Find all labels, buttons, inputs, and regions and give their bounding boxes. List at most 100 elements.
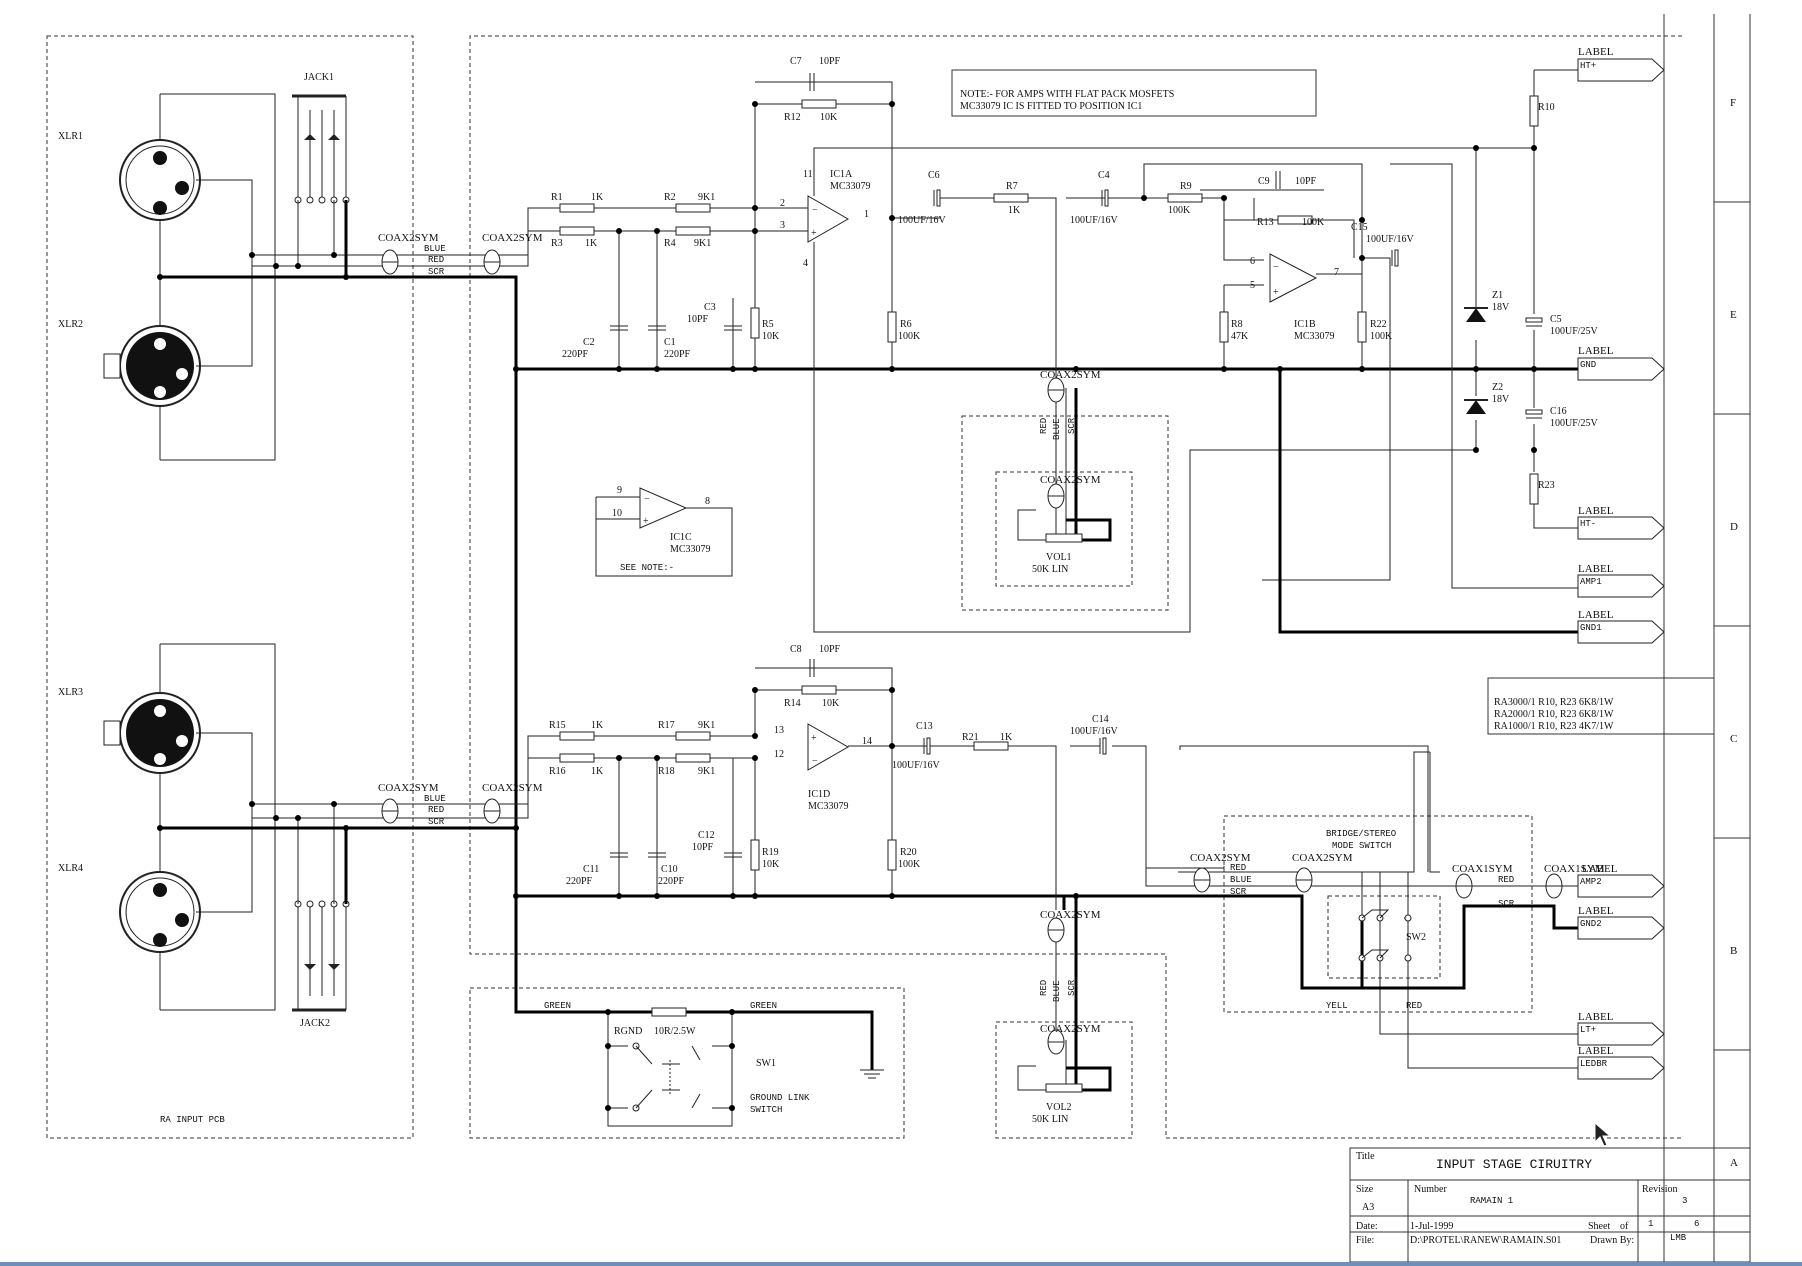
r9-ref: R9 — [1180, 181, 1192, 192]
see-note-text: SEE NOTE:- — [620, 563, 674, 573]
xlr1-connector: XLR1 — [58, 131, 201, 221]
vol1-screen — [1066, 388, 1112, 542]
mode-wire-red: RED — [1230, 863, 1246, 873]
r14-val: 10K — [822, 698, 840, 709]
r1-ref: R1 — [551, 192, 563, 203]
r2-ref: R2 — [664, 192, 676, 203]
svg-text:−: − — [644, 494, 650, 505]
c3-ref: C3 — [704, 302, 716, 313]
svg-text:LEDBR: LEDBR — [1580, 1059, 1608, 1069]
sw2-ref: SW2 — [1406, 932, 1426, 943]
title-block: Title INPUT STAGE CIRUITRY Size A3 Numbe… — [1349, 1147, 1751, 1262]
green-ground-wire — [514, 896, 874, 1070]
svg-text:LT+: LT+ — [1580, 1025, 1596, 1035]
c2-val: 220PF — [562, 349, 589, 360]
r20-val: 100K — [898, 859, 921, 870]
r13-val: 100K — [1302, 217, 1325, 228]
svg-text:HT+: HT+ — [1580, 61, 1596, 71]
vol1-inner-box — [995, 471, 1133, 587]
flatpack-note-line2: MC33079 IC IS FITTED TO POSITION IC1 — [960, 101, 1142, 112]
z2-ref: Z2 — [1492, 382, 1503, 393]
zone-c: C — [1730, 733, 1737, 745]
z2-val: 18V — [1492, 394, 1510, 405]
svg-text:LABEL: LABEL — [1578, 609, 1614, 621]
vol2-ref: VOL2 — [1046, 1102, 1072, 1113]
input-pcb-box — [46, 35, 414, 1139]
wire-red-lower: RED — [428, 805, 444, 815]
junction-dots — [157, 101, 1537, 1111]
ic1d-wiring — [556, 667, 1225, 910]
jack2-ref: JACK2 — [300, 1018, 330, 1029]
r8-ref: R8 — [1231, 319, 1243, 330]
ic1a-pin-1: 1 — [864, 209, 869, 220]
c7-ref: C7 — [790, 56, 802, 67]
svg-text:GND2: GND2 — [1580, 919, 1602, 929]
c10-val: 220PF — [658, 876, 685, 887]
mode-switch-screen — [1224, 894, 1578, 990]
drawn-label: Drawn By: — [1590, 1235, 1634, 1246]
r22-ref: R22 — [1370, 319, 1387, 330]
c6-ref: C6 — [928, 170, 940, 181]
c6-val: 100UF/16V — [898, 215, 947, 226]
jack1-ref: JACK1 — [304, 72, 334, 83]
zone-d: D — [1730, 521, 1738, 533]
rgnd-ref: RGND — [614, 1026, 642, 1037]
sw1-switch[interactable] — [632, 1042, 701, 1112]
c11-ref: C11 — [583, 864, 599, 875]
svg-text:LABEL: LABEL — [1578, 345, 1614, 357]
r21-ref: R21 — [962, 732, 979, 743]
c15-val: 100UF/16V — [1366, 234, 1415, 245]
r23-ref: R23 — [1538, 480, 1555, 491]
ic1a-opamp: −+ — [807, 195, 850, 243]
c7-val: 10PF — [819, 56, 841, 67]
bridge-note1: BRIDGE/STEREO — [1326, 829, 1396, 839]
number-label: Number — [1414, 1184, 1447, 1195]
ic1b-opamp: −+ — [1269, 253, 1318, 303]
vol1-ref: VOL1 — [1046, 552, 1072, 563]
input-pcb-label: RA INPUT PCB — [160, 1115, 225, 1125]
vol2-wire-red: RED — [1039, 980, 1049, 996]
variant-note-1: RA3000/1 R10, R23 6K8/1W — [1494, 697, 1614, 708]
r22-val: 100K — [1370, 331, 1393, 342]
ic1b-pin-6: 6 — [1250, 256, 1255, 267]
xlr2-connector: XLR2 — [58, 319, 201, 407]
sw1-ref: SW1 — [756, 1058, 776, 1069]
coax-mode-c-ref: COAX1SYM — [1452, 863, 1513, 875]
zone-a: A — [1730, 1157, 1738, 1169]
ic1a-pin-11: 11 — [803, 169, 813, 180]
zone-b: B — [1730, 945, 1737, 957]
ic1d-pin-12: 12 — [774, 749, 784, 760]
wire-red-upper: RED — [428, 255, 444, 265]
vol1-outer-box — [961, 415, 1169, 611]
sw2-switch[interactable] — [1358, 909, 1412, 962]
revision-label: Revision — [1642, 1184, 1678, 1195]
c10-ref: C10 — [661, 864, 678, 875]
ic1c-ref: IC1C — [670, 532, 692, 543]
r4-val: 9K1 — [694, 238, 711, 249]
svg-text:+: + — [1273, 287, 1279, 298]
ic1b-pin-7: 7 — [1334, 267, 1339, 278]
c16-ref: C16 — [1550, 406, 1567, 417]
xlr2-ref: XLR2 — [58, 319, 83, 330]
main-pcb-box — [469, 35, 1682, 1139]
mode-wire-scr: SCR — [1230, 887, 1247, 897]
sw2-box — [1327, 895, 1441, 979]
c8-ref: C8 — [790, 644, 802, 655]
gnd-rail — [1278, 367, 1586, 634]
coax-upper-left-ref: COAX2SYM — [378, 232, 439, 244]
wire-scr-lower: SCR — [428, 817, 445, 827]
r3-val: 1K — [585, 238, 598, 249]
xlr3-ref: XLR3 — [58, 687, 83, 698]
coax-upper-right-ref: COAX2SYM — [482, 232, 543, 244]
c16-capacitor — [1525, 409, 1543, 419]
file-label: File: — [1356, 1235, 1374, 1246]
r15-val: 1K — [591, 720, 604, 731]
wire-blue-upper: BLUE — [424, 244, 446, 254]
r12-val: 10K — [820, 112, 838, 123]
ground-link-wiring — [607, 1012, 876, 1127]
r20-ref: R20 — [900, 847, 917, 858]
